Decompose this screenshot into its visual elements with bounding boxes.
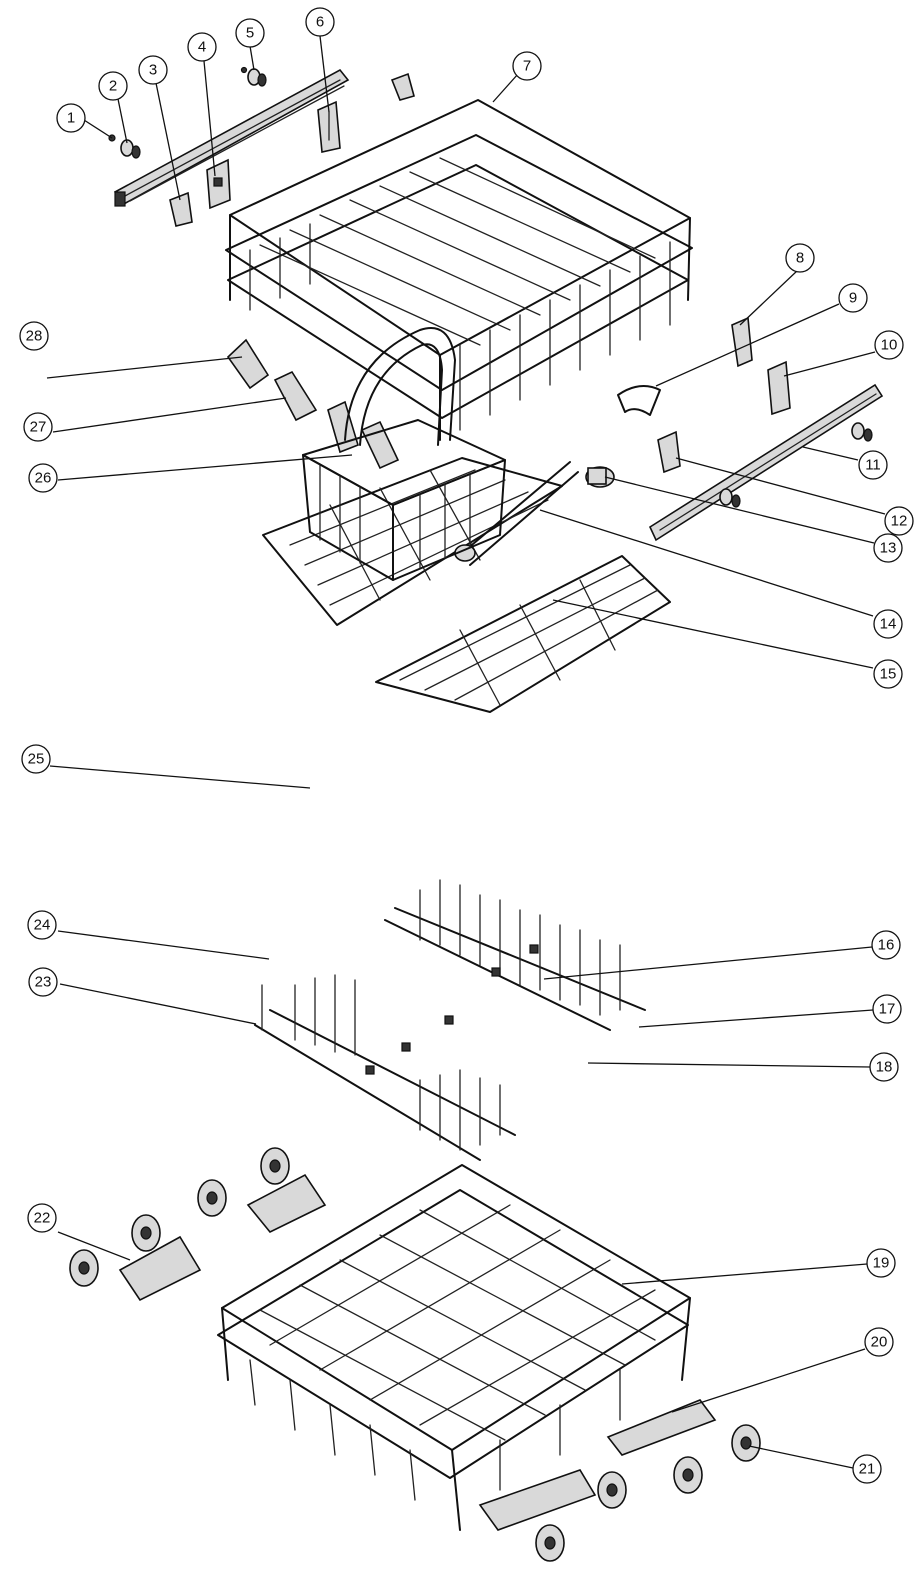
lower-basket-wheel-brackets: [69, 1147, 761, 1562]
folding-shelf-racks: [262, 457, 671, 713]
callout-11: 11: [858, 450, 888, 480]
callout-18: 18: [869, 1052, 899, 1082]
callout-label: 25: [28, 751, 45, 768]
callout-label: 10: [881, 337, 898, 354]
callout-10: 10: [874, 330, 904, 360]
callout-25: 25: [21, 744, 51, 774]
callout-label: 8: [796, 250, 804, 267]
callout-13: 13: [873, 533, 903, 563]
callout-label: 23: [35, 974, 52, 991]
callout-label: 17: [879, 1001, 896, 1018]
callout-9: 9: [838, 283, 868, 313]
callout-label: 24: [34, 917, 51, 934]
callout-label: 9: [849, 290, 857, 307]
callout-16: 16: [871, 930, 901, 960]
callout-label: 16: [878, 937, 895, 954]
callout-label: 20: [871, 1334, 888, 1351]
upper-left-rail-assembly: [108, 66, 415, 227]
callout-27: 27: [23, 412, 53, 442]
callout-28: 28: [19, 321, 49, 351]
callout-2: 2: [98, 71, 128, 101]
callout-17: 17: [872, 994, 902, 1024]
callout-label: 6: [316, 14, 324, 31]
callout-5: 5: [235, 18, 265, 48]
callout-22: 22: [27, 1203, 57, 1233]
cutlery-basket: [302, 327, 506, 581]
callout-26: 26: [28, 463, 58, 493]
callout-label: 19: [873, 1255, 890, 1272]
callout-label: 12: [891, 513, 908, 530]
callout-6: 6: [305, 7, 335, 37]
upper-basket-wheel-brackets: [226, 338, 400, 470]
callout-label: 1: [67, 110, 75, 127]
callout-4: 4: [187, 32, 217, 62]
callout-3: 3: [138, 55, 168, 85]
callout-label: 5: [246, 25, 254, 42]
callout-15: 15: [873, 659, 903, 689]
callout-1: 1: [56, 103, 86, 133]
upper-right-rail-assembly: [585, 316, 884, 542]
callout-23: 23: [28, 967, 58, 997]
callout-label: 26: [35, 470, 52, 487]
callout-label: 14: [880, 616, 897, 633]
callout-label: 27: [30, 419, 47, 436]
callout-14: 14: [873, 609, 903, 639]
callout-label: 21: [859, 1461, 876, 1478]
callout-label: 3: [149, 62, 157, 79]
callout-8: 8: [785, 243, 815, 273]
upper-basket: [225, 99, 693, 441]
callout-19: 19: [866, 1248, 896, 1278]
callout-7: 7: [512, 51, 542, 81]
callout-12: 12: [884, 506, 914, 536]
callout-label: 15: [880, 666, 897, 683]
callout-label: 11: [865, 457, 881, 474]
callout-20: 20: [864, 1327, 894, 1357]
fold-down-tines: [254, 879, 646, 1161]
callout-label: 4: [198, 39, 206, 56]
callout-label: 7: [523, 58, 531, 75]
callout-21: 21: [852, 1454, 882, 1484]
callout-label: 28: [26, 328, 43, 345]
callout-label: 18: [876, 1059, 893, 1076]
lower-basket: [217, 1164, 691, 1531]
callout-24: 24: [27, 910, 57, 940]
leader-lines: [46, 35, 886, 1469]
callout-label: 22: [34, 1210, 51, 1227]
callout-label: 13: [880, 540, 897, 557]
callout-label: 2: [109, 78, 117, 95]
